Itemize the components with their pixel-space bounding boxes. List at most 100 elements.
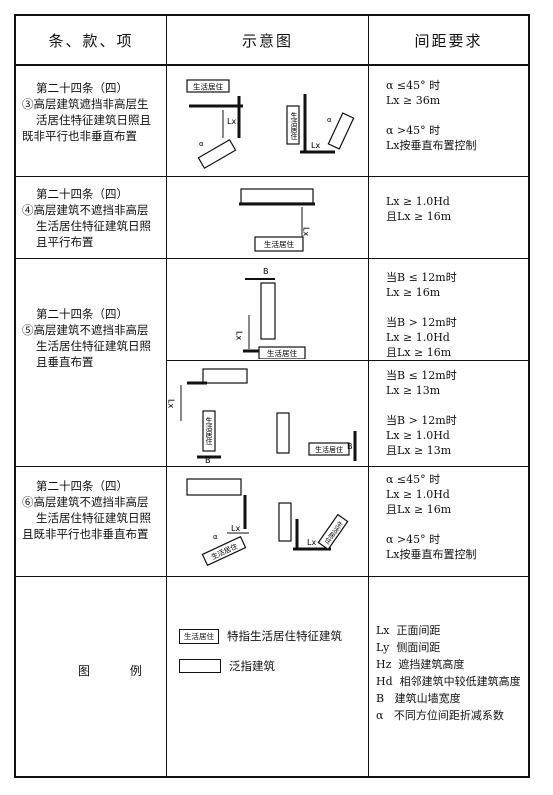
row-divider-2 bbox=[16, 258, 528, 259]
residential-building bbox=[317, 513, 349, 551]
generic-building bbox=[327, 112, 355, 150]
clause-line: ⑤高层建筑不遮挡非高层 bbox=[22, 323, 149, 337]
row-divider-1 bbox=[16, 176, 528, 177]
req-line: Lx按垂直布置控制 bbox=[386, 139, 477, 152]
req-line: 且Lx ≥ 16m bbox=[386, 503, 452, 516]
clause-line: ⑥高层建筑不遮挡非高层 bbox=[22, 495, 149, 509]
req-line: Lx ≥ 16m bbox=[386, 286, 441, 299]
clause-line: 生活居住特征建筑日照 bbox=[36, 511, 151, 525]
residential-building bbox=[254, 236, 304, 252]
clause-line: 且既非平行也非垂直布置 bbox=[22, 527, 149, 541]
req-line: 且Lx ≥ 13m bbox=[386, 444, 452, 457]
row4-requirements: α ≤45° 时 Lx ≥ 1.0Hd 且Lx ≥ 16m α >45° 时 L… bbox=[386, 472, 526, 562]
lx-label: Lx bbox=[302, 227, 311, 236]
req-line: Lx ≥ 1.0Hd bbox=[386, 331, 450, 344]
residential-building bbox=[286, 105, 300, 145]
row4-clause: 第二十四条（四） ⑥高层建筑不遮挡非高层 生活居住特征建筑日照 且既非平行也非垂… bbox=[22, 478, 164, 542]
req-line: Lx按垂直布置控制 bbox=[386, 548, 477, 561]
generic-building bbox=[278, 502, 292, 542]
clause-line: ③高层建筑遮挡非高层生 bbox=[22, 97, 149, 111]
clause-line: 第二十四条（四） bbox=[36, 479, 128, 493]
req-spacer bbox=[386, 398, 526, 413]
legend-terms: Lx 正面间距 Ly 侧面间距 Hz 遮挡建筑高度 Hd 相邻建筑中较低建筑高度… bbox=[376, 622, 526, 724]
legend-generic-label: 泛指建筑 bbox=[229, 659, 275, 673]
req-line: Lx ≥ 1.0Hd bbox=[386, 195, 450, 208]
clause-line: 生活居住特征建筑日照 bbox=[36, 219, 151, 233]
b-label: B bbox=[263, 267, 269, 276]
row3a-requirements: 当B ≤ 12m时 Lx ≥ 16m 当B > 12m时 Lx ≥ 1.0Hd … bbox=[386, 270, 526, 360]
legend-term: α 不同方位间距折减系数 bbox=[376, 709, 504, 722]
req-line: Lx ≥ 36m bbox=[386, 94, 441, 107]
row4-diagram: Lx α 生活居住 Lx 生活居住 bbox=[186, 478, 349, 567]
legend-term: Hd 相邻建筑中较低建筑高度 bbox=[376, 675, 521, 688]
residential-label: 生活居住 bbox=[264, 239, 294, 249]
alpha-label: α bbox=[213, 533, 218, 541]
legend-term: B 建筑山墙宽度 bbox=[376, 692, 461, 705]
generic-building-swatch bbox=[179, 659, 221, 673]
row3-diagram-a: B Lx 生活居住 bbox=[235, 267, 306, 359]
req-line: 当B ≤ 12m时 bbox=[386, 271, 457, 284]
residential-building-swatch: 生活居住 bbox=[179, 628, 219, 644]
row2-diagram: Lx 生活居住 bbox=[239, 188, 315, 252]
clause-line: 生活居住特征建筑日照 bbox=[36, 339, 151, 353]
req-line: 当B > 12m时 bbox=[386, 316, 457, 329]
clause-line: 且平行布置 bbox=[36, 235, 94, 249]
row-divider-3 bbox=[16, 466, 528, 467]
legend-special-label: 特指生活居住特征建筑 bbox=[227, 629, 342, 643]
req-line: α ≤45° 时 bbox=[386, 473, 441, 486]
residential-building bbox=[202, 410, 216, 452]
alpha-label: α bbox=[327, 116, 332, 124]
generic-building bbox=[276, 412, 290, 454]
legend-term: Lx 正面间距 bbox=[376, 624, 441, 637]
lx-label: Lx bbox=[307, 538, 316, 547]
legend-term: Ly 侧面间距 bbox=[376, 641, 441, 654]
req-line: Lx ≥ 1.0Hd bbox=[386, 429, 450, 442]
req-spacer bbox=[386, 108, 526, 123]
generic-building bbox=[197, 138, 237, 170]
lx-label: Lx bbox=[235, 331, 244, 340]
lx-label: Lx bbox=[227, 117, 236, 126]
row3-diagram-b: Lx 生活居住 B 生活居住 B bbox=[167, 368, 357, 465]
req-line: α >45° 时 bbox=[386, 124, 441, 137]
alpha-label: α bbox=[199, 140, 204, 148]
residential-label: 生活居住 bbox=[290, 111, 298, 140]
col-divider-1 bbox=[166, 16, 167, 776]
header-clause: 条、款、项 bbox=[48, 31, 134, 50]
generic-building bbox=[202, 368, 248, 384]
req-line: Lx ≥ 1.0Hd bbox=[386, 488, 450, 501]
header-diagram: 示意图 bbox=[241, 31, 293, 50]
lx-label: Lx bbox=[167, 399, 176, 408]
residential-label: 生活居住 bbox=[193, 82, 223, 92]
row2-requirements: Lx ≥ 1.0Hd 且Lx ≥ 16m bbox=[386, 194, 526, 224]
row1-requirements: α ≤45° 时 Lx ≥ 36m α >45° 时 Lx按垂直布置控制 bbox=[386, 78, 526, 153]
clause-line: 第二十四条（四） bbox=[36, 307, 128, 321]
lx-label: Lx bbox=[311, 141, 320, 150]
residential-building bbox=[308, 442, 350, 456]
residential-building bbox=[201, 535, 247, 567]
legend-term: Hz 遮挡建筑高度 bbox=[376, 658, 465, 671]
legend-item-special: 生活居住 特指生活居住特征建筑 bbox=[179, 628, 365, 644]
legend-item-generic: 泛指建筑 bbox=[179, 658, 365, 674]
req-spacer bbox=[386, 300, 526, 315]
clause-line: 既非平行也非垂直布置 bbox=[22, 129, 137, 143]
residential-building bbox=[186, 79, 230, 93]
row3b-requirements: 当B ≤ 12m时 Lx ≥ 13m 当B > 12m时 Lx ≥ 1.0Hd … bbox=[386, 368, 526, 458]
row-divider-4 bbox=[16, 576, 528, 577]
row-divider-2b bbox=[166, 360, 528, 361]
req-line: 当B > 12m时 bbox=[386, 414, 457, 427]
row1-diagram: 生活居住 Lx α 生活居住 Lx α bbox=[186, 79, 355, 170]
header-divider bbox=[16, 64, 528, 66]
b-label: B bbox=[205, 456, 211, 465]
generic-building bbox=[260, 282, 276, 340]
residential-label: 生活居住 bbox=[315, 445, 343, 454]
col-divider-2 bbox=[368, 16, 369, 776]
clause-line: 第二十四条（四） bbox=[36, 187, 128, 201]
lx-label: Lx bbox=[231, 524, 240, 533]
req-line: α ≤45° 时 bbox=[386, 79, 441, 92]
table-frame: 条、款、项 示意图 间距要求 第二十四条（四） ③高层建筑遮挡非高层生 活居住特… bbox=[14, 14, 530, 778]
req-line: α >45° 时 bbox=[386, 533, 441, 546]
legend-symbols: 生活居住 特指生活居住特征建筑 泛指建筑 bbox=[179, 628, 365, 674]
generic-building bbox=[240, 188, 314, 204]
generic-building bbox=[186, 478, 242, 496]
clause-line: 且垂直布置 bbox=[36, 355, 94, 369]
